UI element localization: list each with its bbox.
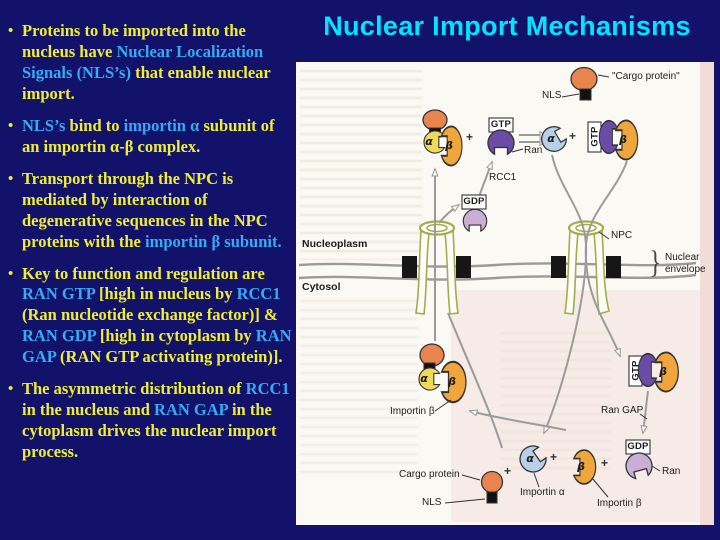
bullet-text-segment: in the cytoplasm drives the nuclear impo… [22, 400, 277, 462]
bullet-text-segment: (RAN GTP activating protein)]. [55, 347, 283, 367]
bullet-item: Key to function and regulation are RAN G… [8, 264, 294, 369]
rcc1-label: RCC1 [489, 172, 517, 183]
npc-label: NPC [611, 230, 633, 241]
beta-glyph: β [619, 133, 627, 146]
bullet-text-segment: (Ran nucleotide exchange factor)] & [22, 305, 278, 325]
cargo-protein-shape [422, 109, 448, 131]
ran-label-bottom: Ran [662, 466, 681, 477]
gtp-label-vertical-top: GTP [589, 126, 601, 147]
bullet-text-segment: [high in cytoplasm by [95, 326, 256, 346]
cargo-protein-label-bottom: Cargo protein [399, 469, 460, 480]
transport-arrows [435, 134, 649, 449]
bullet-text-segment: importin β subunit. [145, 231, 282, 251]
beta-glyph: β [448, 375, 456, 388]
plus-sign: + [601, 456, 609, 470]
bullet-text-segment: in the nucleus and [22, 400, 155, 420]
bullet-text-segment: RAN GDP [22, 326, 96, 346]
nls-square [486, 491, 498, 504]
ran-gtp-shape [487, 129, 515, 156]
bullet-text-segment: RCC1 [245, 379, 290, 399]
gtp-label-vertical-bottom: GTP [630, 360, 642, 381]
slide-title: Nuclear Import Mechanisms [323, 11, 691, 41]
bullet-text-segment: NLS’s [22, 115, 66, 135]
bullet-text-segment: bind to [65, 115, 124, 135]
importin-alpha-shape [418, 367, 441, 391]
bullet-item: Transport through the NPC is mediated by… [8, 169, 294, 253]
cytosol-label: Cytosol [302, 281, 341, 293]
bullet-text-segment: RAN GAP [154, 400, 228, 420]
ran-gdp-shape [462, 208, 488, 233]
plus-sign: + [550, 450, 558, 464]
cargo-protein-label-top: "Cargo protein" [612, 71, 680, 82]
ran-gap-hydrolysis-arrow [643, 390, 649, 433]
plus-sign: + [504, 464, 512, 478]
beta-glyph: β [659, 365, 667, 378]
importin-beta-shape [614, 119, 639, 161]
bullet-text-segment: RAN GTP [22, 284, 95, 304]
bullet-text-segment: [high in nucleus by [94, 284, 237, 304]
importin-alpha-label: Importin α [520, 487, 565, 498]
alpha-glyph: α [420, 372, 428, 385]
ran-gdp-shape [625, 452, 653, 480]
alpha-glyph: α [547, 132, 555, 145]
dissociation-double-arrow [519, 134, 540, 143]
nuclear-envelope-lines [298, 261, 697, 281]
bullet-text-segment: RAN GAP [22, 326, 292, 367]
bullet-item: The asymmetric distribution of RCC1 in t… [8, 379, 294, 463]
nls-square [579, 88, 592, 101]
cargo-protein-shape [480, 470, 504, 494]
alpha-glyph: α [526, 452, 534, 465]
beta-glyph: β [445, 139, 453, 152]
nuclear-envelope-brace: } [649, 245, 661, 280]
nucleoplasm-label: Nucleoplasm [302, 238, 368, 250]
nls-label-top: NLS [542, 90, 562, 101]
nuclear-import-diagram: "Cargo protein" NLS GTP Ran RCC1 GDP GTP… [296, 62, 714, 525]
bullet-text-segment: importin α [123, 115, 200, 135]
gdp-label-nucleus: GDP [463, 196, 485, 207]
bullet-text-segment: RCC1 [236, 284, 281, 304]
nls-label-bottom: NLS [422, 497, 442, 508]
importin-beta-label-upper: Importin β [390, 406, 435, 417]
alpha-glyph: α [425, 135, 433, 148]
bullet-item: Proteins to be imported into the nucleus… [8, 21, 294, 105]
bullet-text-segment: The asymmetric distribution of [22, 379, 246, 399]
bullet-text-segment: that enable nuclear import. [22, 62, 271, 103]
bullet-item: NLS’s bind to importin α subunit of an i… [8, 116, 294, 158]
bullet-text-segment: subunit of an importin α-β complex. [22, 115, 275, 156]
importin-beta-shape [440, 125, 463, 167]
bullet-text-segment: Transport through the NPC is mediated by… [22, 168, 268, 251]
bullet-text-segment: Nuclear Localization Signals (NLS’s) [22, 41, 264, 82]
gtp-label: GTP [490, 119, 512, 130]
gdp-label-cytosol: GDP [627, 441, 649, 452]
diagram-artwork [298, 66, 697, 504]
plus-sign: + [466, 130, 474, 144]
ran-gap-label: Ran GAP [601, 405, 644, 416]
importin-alpha-shape [541, 126, 568, 152]
importin-alpha-shape [423, 130, 446, 154]
cargo-protein-shape [570, 66, 598, 92]
nuclear-envelope-label-1: Nuclear [665, 252, 700, 263]
bullet-list: Proteins to be imported into the nucleus… [8, 21, 294, 474]
bullet-text-segment: Proteins to be imported into the nucleus… [22, 21, 246, 61]
plus-sign: + [569, 129, 577, 143]
nuclear-envelope-label-2: envelope [665, 264, 706, 275]
bullet-text-segment: Key to function and regulation are [22, 263, 265, 283]
beta-glyph: β [577, 460, 585, 473]
ran-gtp-shape [598, 120, 619, 154]
npc-left [415, 220, 459, 315]
importin-beta-label-lower: Importin β [597, 498, 642, 509]
ran-label-top: Ran [524, 145, 543, 156]
pore-membrane-blocks [402, 256, 621, 278]
ran-gdp-entry-arrow [438, 205, 459, 224]
importin-alpha-recycle-arrow [543, 154, 588, 433]
